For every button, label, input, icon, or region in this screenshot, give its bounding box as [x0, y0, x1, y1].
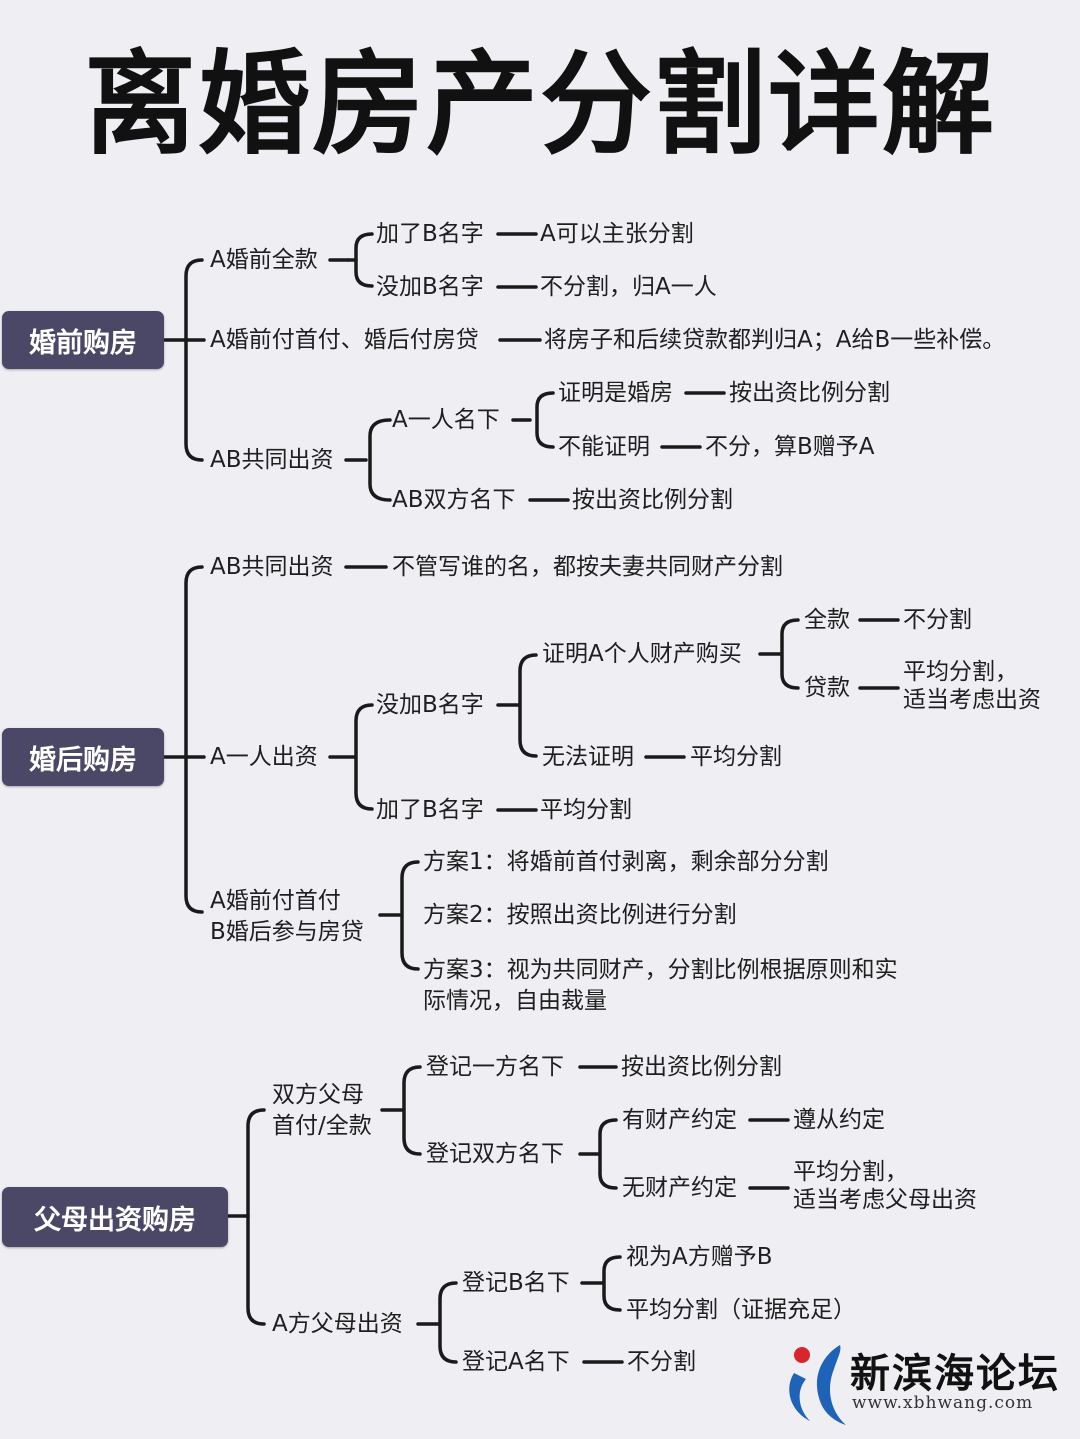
node-s3-registered-b: 登记B名下 — [462, 1270, 570, 1296]
node-s3-equal-split-sufficient-evidence: 平均分割（证据充足） — [626, 1297, 856, 1323]
node-s1-joint-funding: AB共同出资 — [210, 447, 334, 473]
node-s2-plan-1: 方案1：将婚前首付剥离，剩余部分分割 — [423, 849, 829, 875]
node-s3-registered-a: 登记A名下 — [462, 1349, 570, 1375]
node-s2-down-payment-and-loan: A婚前付首付 B婚后参与房贷 — [210, 888, 364, 945]
node-s2-loan-result: 平均分割， 适当考虑出资 — [903, 659, 1041, 713]
watermark-url: www.xbhwang.com — [852, 1393, 1034, 1413]
node-s3-gift-from-a-to-b: 视为A方赠予B — [626, 1244, 773, 1270]
node-s3-registered-one-party-result: 按出资比例分割 — [621, 1054, 782, 1080]
watermark-logo-icon — [789, 1345, 846, 1425]
node-s2-joint-funding-result: 不管写谁的名，都按夫妻共同财产分割 — [392, 554, 783, 580]
node-s1-premarital-full-payment: A婚前全款 — [210, 247, 318, 273]
node-s1-added-b-name: 加了B名字 — [376, 221, 484, 247]
node-s2-plan-3: 方案3：视为共同财产，分割比例根据原则和实际情况，自由裁量 — [423, 957, 898, 1014]
node-s2-plan-2: 方案2：按照出资比例进行分割 — [423, 902, 737, 928]
node-s1-proven-marital-home-result: 按出资比例分割 — [729, 380, 890, 406]
watermark-site-name: 新滨海论坛 — [850, 1351, 1060, 1397]
watermark: 新滨海论坛 www.xbhwang.com — [780, 1335, 1080, 1439]
node-s2-loan: 贷款 — [804, 675, 850, 701]
node-s1-cannot-prove-result: 不分，算B赠予A — [705, 434, 875, 460]
node-s2-unable-to-prove: 无法证明 — [542, 744, 634, 770]
node-s3-no-property-agreement: 无财产约定 — [622, 1175, 737, 1201]
node-s3-registered-a-result: 不分割 — [627, 1349, 696, 1375]
node-s3-with-property-agreement-result: 遵从约定 — [793, 1107, 885, 1133]
node-s2-added-b-name: 加了B名字 — [376, 797, 484, 823]
node-s2-unable-to-prove-result: 平均分割 — [690, 744, 782, 770]
node-s1-proven-marital-home: 证明是婚房 — [558, 380, 673, 406]
node-s1-both-names: AB双方名下 — [392, 487, 516, 513]
node-s3-with-property-agreement: 有财产约定 — [622, 1107, 737, 1133]
node-s2-added-b-name-result: 平均分割 — [540, 797, 632, 823]
node-s1-added-b-name-result: A可以主张分割 — [540, 221, 694, 247]
node-s3-both-parents-down-payment: 双方父母 首付/全款 — [272, 1082, 372, 1139]
category-postmarital-purchase: 婚后购房 — [2, 728, 164, 786]
node-s1-down-payment-result: 将房子和后续贷款都判归A；A给B一些补偿。 — [544, 327, 1006, 353]
node-s3-no-property-agreement-result: 平均分割， 适当考虑父母出资 — [793, 1159, 977, 1213]
page-title: 离婚房产分割详解 — [84, 40, 996, 170]
node-s1-cannot-prove: 不能证明 — [558, 434, 650, 460]
node-s1-no-b-name-result: 不分割，归A一人 — [540, 274, 717, 300]
node-s3-registered-one-party: 登记一方名下 — [426, 1054, 564, 1080]
node-s2-joint-funding: AB共同出资 — [210, 554, 334, 580]
node-s3-registered-both-parties: 登记双方名下 — [426, 1141, 564, 1167]
node-s2-full-payment-result: 不分割 — [903, 607, 972, 633]
node-s2-full-payment: 全款 — [804, 607, 850, 633]
node-s1-a-sole-name: A一人名下 — [392, 407, 500, 433]
node-s1-no-b-name: 没加B名字 — [376, 274, 484, 300]
node-s1-down-payment-before-loan-after: A婚前付首付、婚后付房贷 — [210, 327, 479, 353]
node-s2-no-b-name: 没加B名字 — [376, 692, 484, 718]
node-s2-a-sole-funding: A一人出资 — [210, 744, 318, 770]
category-premarital-purchase: 婚前购房 — [2, 311, 164, 369]
node-s3-a-parents-funding: A方父母出资 — [272, 1311, 403, 1337]
node-s2-proven-personal-property: 证明A个人财产购买 — [542, 641, 742, 667]
category-parent-funded-purchase: 父母出资购房 — [2, 1187, 228, 1247]
node-s1-both-names-result: 按出资比例分割 — [572, 487, 733, 513]
